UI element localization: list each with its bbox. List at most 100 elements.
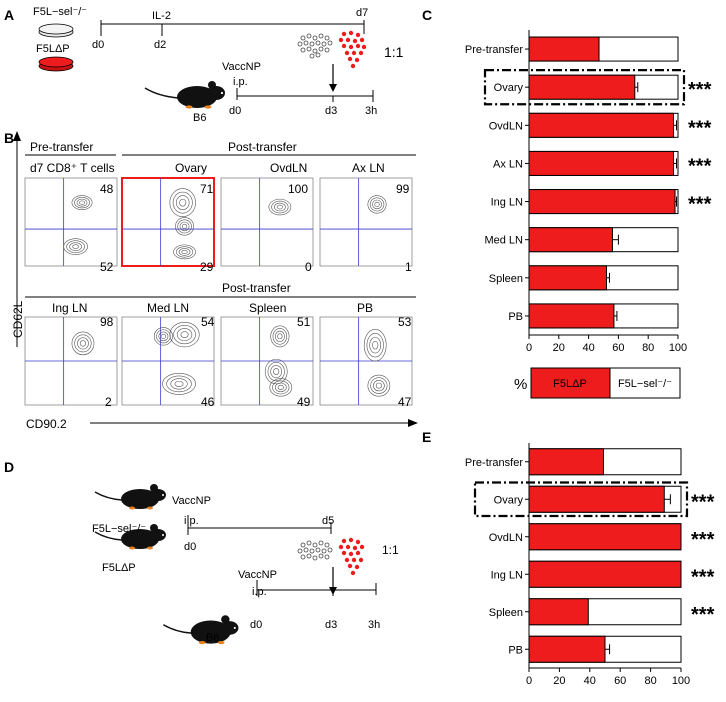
quadrant-top-value: 51 bbox=[297, 315, 311, 329]
contour-line bbox=[162, 373, 196, 395]
x-tick-label: 20 bbox=[553, 342, 565, 354]
cell-mix-icon bbox=[297, 537, 365, 576]
contour-line bbox=[267, 362, 285, 382]
contour-line bbox=[367, 195, 387, 214]
panel-label-e: E bbox=[422, 429, 432, 445]
legend-swatch-f5lsel bbox=[609, 367, 681, 399]
contour-line bbox=[74, 197, 90, 209]
significance-marker: *** bbox=[688, 79, 712, 101]
category-label: PB bbox=[508, 311, 523, 323]
contour-line bbox=[74, 334, 92, 353]
legend-swatch-f5ldp bbox=[530, 367, 611, 399]
culture-day7: d7 bbox=[356, 7, 369, 19]
contour-line bbox=[72, 244, 79, 249]
category-label: Ing LN bbox=[491, 197, 523, 209]
recipient-time: 3h bbox=[368, 619, 381, 631]
contour-line bbox=[367, 374, 391, 397]
contour-line bbox=[158, 331, 169, 342]
quadrant-top-value: 53 bbox=[398, 315, 412, 329]
contour-line bbox=[69, 242, 82, 251]
contour-line bbox=[66, 240, 85, 253]
contour-line bbox=[276, 204, 283, 210]
contour-line bbox=[264, 358, 288, 385]
quadrant-bottom-value: 46 bbox=[201, 395, 215, 409]
contour-line bbox=[272, 380, 290, 395]
mouse1-label: F5L−sel⁻/⁻ bbox=[33, 6, 88, 18]
mix-ratio: 1:1 bbox=[384, 44, 404, 60]
contour-line bbox=[174, 380, 184, 387]
contour-line bbox=[277, 333, 283, 340]
contour-line bbox=[71, 195, 93, 210]
facs-plot bbox=[121, 177, 215, 267]
culture-day0: d0 bbox=[92, 39, 105, 51]
contour-line bbox=[375, 382, 382, 389]
bar bbox=[528, 227, 613, 253]
facs-plot bbox=[220, 177, 314, 267]
bar bbox=[528, 36, 600, 62]
recipient-day3: d3 bbox=[325, 619, 338, 631]
contour-line bbox=[176, 328, 193, 342]
category-label: Pre-transfer bbox=[465, 457, 523, 469]
bar bbox=[528, 189, 676, 215]
petri-dish-icon bbox=[38, 23, 74, 72]
quadrant-top-value: 99 bbox=[396, 182, 410, 196]
mouse-icon bbox=[94, 524, 166, 550]
contour-line bbox=[173, 244, 196, 260]
significance-marker: *** bbox=[688, 117, 712, 139]
contour-line bbox=[274, 330, 285, 342]
category-label: Spleen bbox=[489, 273, 523, 285]
significance-marker: *** bbox=[691, 604, 715, 626]
culture-day2: d2 bbox=[154, 39, 167, 51]
bar bbox=[528, 150, 675, 176]
contour-line bbox=[268, 198, 292, 216]
contour-line bbox=[181, 223, 188, 229]
contour-line bbox=[372, 340, 379, 350]
quadrant-bottom-value: 1 bbox=[405, 260, 412, 274]
category-label: Ovary bbox=[494, 82, 524, 94]
panel-label-b: B bbox=[4, 130, 15, 146]
x-tick-label: 60 bbox=[612, 342, 624, 354]
panel-label-d: D bbox=[4, 459, 15, 475]
contour-line bbox=[175, 217, 195, 236]
category-label: OvdLN bbox=[489, 120, 523, 132]
x-tick-label: 40 bbox=[582, 342, 594, 354]
contour-line bbox=[369, 336, 382, 354]
contour-line bbox=[177, 219, 192, 234]
contour-line bbox=[274, 382, 287, 393]
panel-label-c: C bbox=[422, 7, 433, 23]
facs-grid bbox=[13, 131, 418, 427]
contour-line bbox=[366, 332, 384, 358]
contour-line bbox=[160, 333, 166, 339]
legend-label: F5LΔP bbox=[553, 378, 587, 390]
contour-line bbox=[180, 331, 189, 338]
category-label: Spleen bbox=[489, 607, 523, 619]
bar bbox=[528, 112, 675, 138]
contour-line bbox=[374, 201, 380, 207]
quadrant-bottom-value: 0 bbox=[305, 260, 312, 274]
plot-title: OvdLN bbox=[270, 161, 308, 175]
bar bbox=[528, 635, 606, 663]
contour-line bbox=[181, 249, 188, 254]
contour-line bbox=[270, 325, 290, 348]
quadrant-bottom-value: 29 bbox=[200, 260, 214, 274]
contour-line bbox=[272, 328, 288, 345]
quadrant-bottom-value: 47 bbox=[398, 395, 412, 409]
group-post-transfer: Post-transfer bbox=[228, 140, 297, 154]
contour-line bbox=[273, 368, 280, 375]
quadrant-top-value: 54 bbox=[201, 315, 215, 329]
contour-line bbox=[153, 327, 173, 346]
x-tick-label: 100 bbox=[669, 342, 687, 354]
quadrant-top-value: 100 bbox=[288, 182, 309, 196]
mix-ratio: 1:1 bbox=[382, 543, 399, 557]
x-tick-label: 80 bbox=[642, 342, 654, 354]
legend-label: F5L−sel⁻/⁻ bbox=[618, 378, 672, 390]
mouse1-label: F5L−sel⁻/⁻ bbox=[92, 523, 147, 535]
x-tick-label: 0 bbox=[526, 342, 532, 354]
contour-line bbox=[166, 375, 192, 393]
contour-line bbox=[363, 329, 387, 362]
significance-marker: *** bbox=[688, 194, 712, 216]
category-label: Pre-transfer bbox=[465, 44, 523, 56]
significance-marker: *** bbox=[691, 566, 715, 588]
